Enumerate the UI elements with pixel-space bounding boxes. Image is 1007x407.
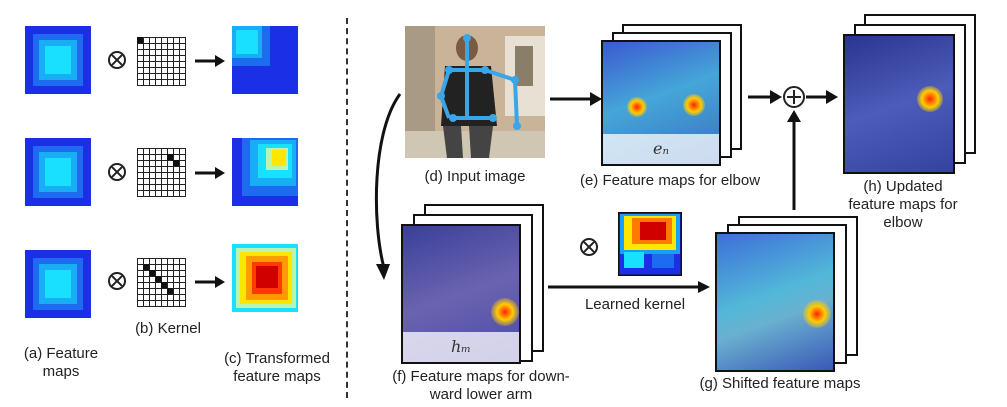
caption-b: (b) Kernel (135, 320, 201, 337)
convolution-operator-icon (108, 272, 126, 290)
arrow-right-icon (806, 90, 838, 104)
caption-e: (e) Feature maps for elbow (579, 172, 761, 189)
arrow-right-icon (195, 276, 225, 288)
input-image (405, 26, 545, 158)
feature-map-a2 (25, 138, 91, 206)
arrow-right-icon (550, 92, 602, 106)
feature-map-a1 (25, 26, 91, 94)
convolution-operator-icon (108, 163, 126, 181)
caption-d: (d) Input image (424, 168, 526, 185)
learned-kernel-heatmap (618, 212, 682, 276)
transformed-map-c3 (232, 244, 298, 312)
math-label-en: eₙ (603, 134, 719, 164)
arrow-right-icon (748, 90, 782, 104)
feature-map-h (843, 34, 955, 174)
kernel-grid-3 (137, 258, 186, 307)
feature-map-e: eₙ (601, 40, 721, 166)
feature-map-f: hₘ (401, 224, 521, 364)
learned-kernel-label: Learned kernel (584, 296, 686, 313)
transformed-map-c2 (232, 138, 298, 206)
arrow-right-icon (195, 55, 225, 67)
arrow-right-icon (195, 167, 225, 179)
caption-g: (g) Shifted feature maps (699, 375, 861, 392)
feature-map-g (715, 232, 835, 372)
arrow-right-icon (548, 281, 710, 293)
curved-arrow-icon (374, 93, 402, 280)
kernel-grid-1 (137, 37, 186, 86)
arrow-up-icon (787, 110, 801, 210)
math-label-hm: hₘ (403, 332, 519, 362)
addition-operator-icon (783, 86, 805, 108)
feature-map-a3 (25, 250, 91, 318)
convolution-operator-icon (108, 51, 126, 69)
panel-divider (346, 18, 348, 398)
transformed-map-c1 (232, 26, 298, 94)
convolution-operator-icon (580, 238, 598, 256)
caption-f: (f) Feature maps for down-ward lower arm (392, 368, 570, 403)
kernel-grid-2 (137, 148, 186, 197)
